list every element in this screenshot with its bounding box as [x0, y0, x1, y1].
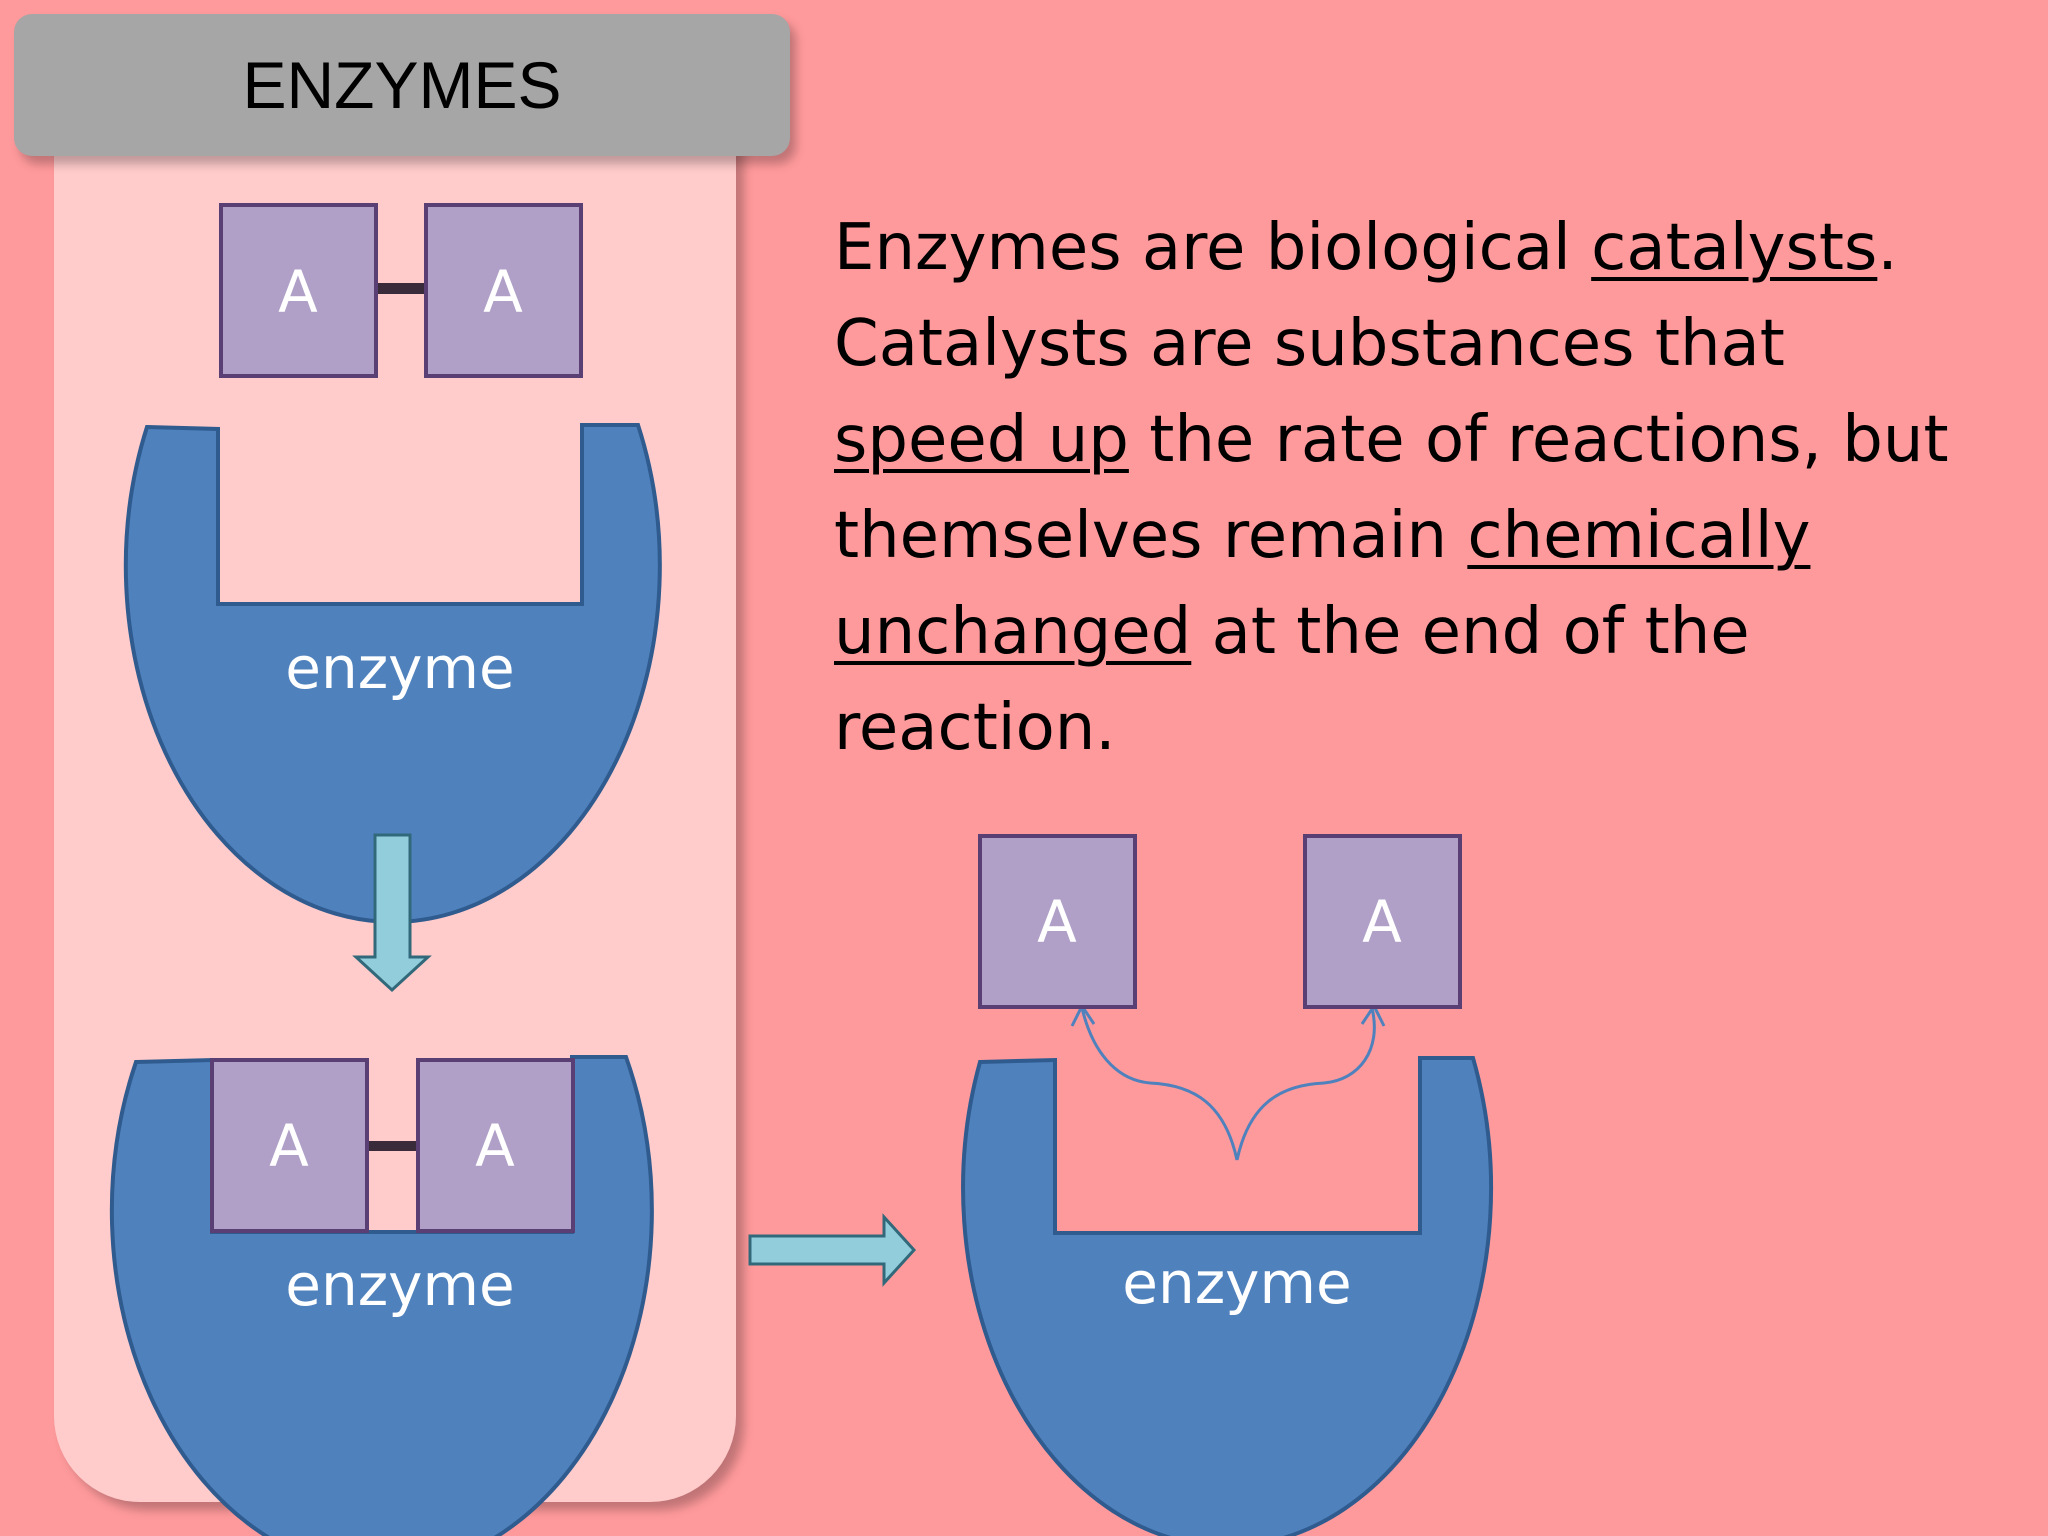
substrate-label: A [269, 1112, 309, 1180]
substrate-label: A [483, 258, 523, 326]
release-arrow-right [1235, 1007, 1376, 1161]
stage-3: enzyme A A [961, 834, 1494, 1536]
description-part: speed up [834, 403, 1129, 477]
substrate-a [978, 834, 1137, 1009]
stage-1: enzyme A A [123, 203, 662, 924]
substrate-label: A [278, 258, 318, 326]
bond [366, 1141, 418, 1151]
release-arrow-left [1080, 1007, 1239, 1161]
enzyme-shape [109, 1055, 654, 1536]
description-part: the rate of reactions, but themselves re… [834, 403, 1949, 573]
substrate-label: A [1037, 888, 1077, 956]
description-part: . Catalysts are substances that [834, 211, 1898, 381]
enzyme-label: enzyme [285, 1251, 514, 1319]
substrate-a [416, 1058, 575, 1233]
description-part: catalysts [1591, 211, 1878, 285]
down-arrow-icon [352, 833, 432, 993]
description-part: at the end of the reaction. [834, 595, 1750, 765]
page-title: ENZYMES [242, 48, 562, 122]
bond [376, 283, 426, 294]
description-part: chemically unchanged [834, 499, 1811, 669]
description-text: Enzymes are biological catalysts. Cataly… [834, 200, 1994, 776]
title-bar: ENZYMES [14, 14, 790, 156]
right-arrow-icon [748, 1213, 917, 1287]
stage-2: enzyme A A [109, 1055, 654, 1536]
enzyme-label: enzyme [285, 634, 514, 702]
substrate-a [1303, 834, 1462, 1009]
substrate-a [210, 1058, 369, 1233]
substrate-a [424, 203, 583, 378]
substrate-label: A [475, 1112, 515, 1180]
description-part: Enzymes are biological [834, 211, 1592, 285]
enzyme-shape [961, 1056, 1494, 1536]
enzyme-label: enzyme [1122, 1249, 1351, 1317]
substrate-label: A [1362, 888, 1402, 956]
enzyme-shape [123, 423, 662, 924]
substrate-a [219, 203, 378, 378]
